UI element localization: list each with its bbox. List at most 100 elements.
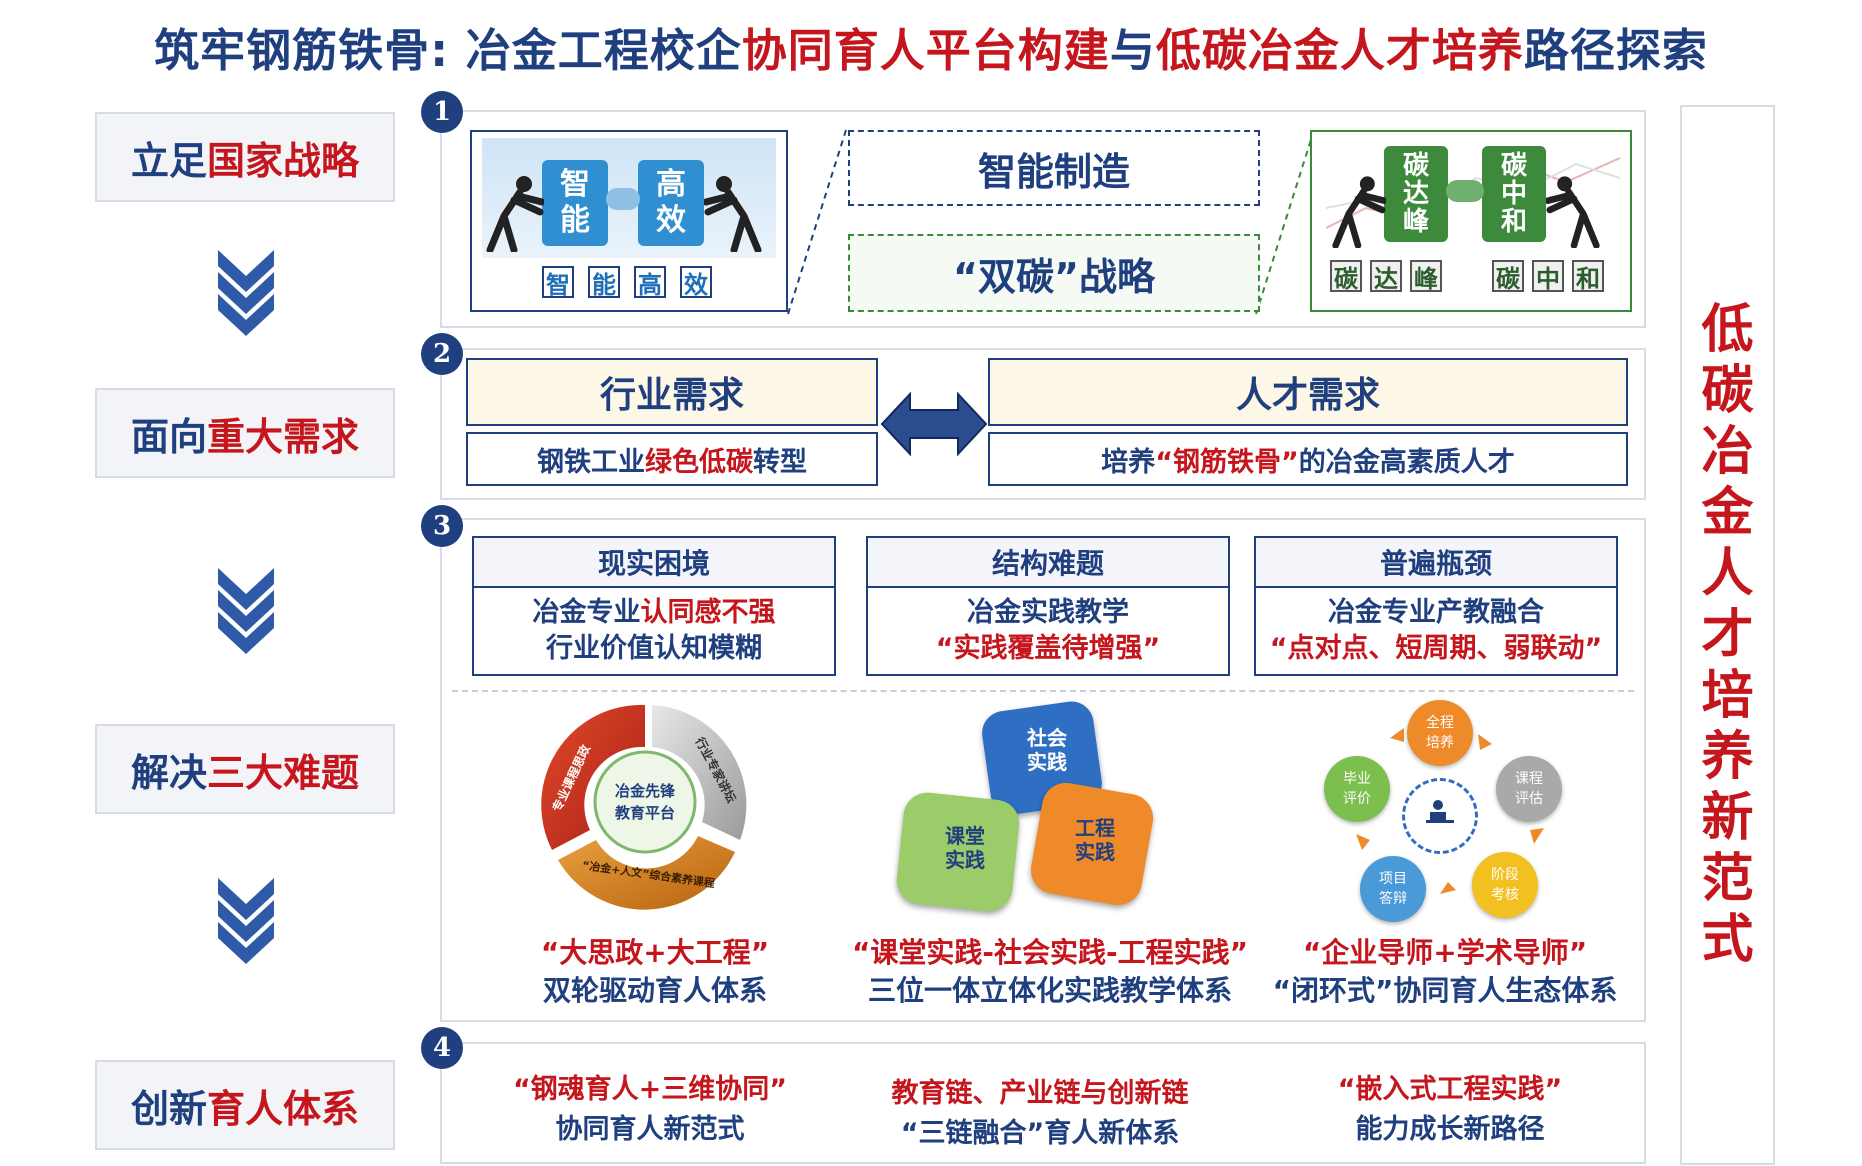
stage-innovation-system: 创新育人体系 (95, 1060, 395, 1150)
innovation-item-engineering-practice: “嵌入式工程实践” 能力成长新路径 (1270, 1070, 1630, 1150)
side-char: 范 (1701, 848, 1754, 909)
problem-title: 现实困境 (474, 538, 834, 588)
puzzle-text: 智 能 (560, 167, 590, 238)
caption-line-1: “课堂实践-社会实践-工程实践” (851, 936, 1249, 969)
title-part-5: 路径探索 (1523, 24, 1708, 77)
node-text: 全程 培养 (1426, 715, 1454, 751)
text: 转型 (753, 446, 807, 478)
node-text: 毕业 评价 (1343, 771, 1371, 807)
closed-loop-cycle-diagram: 全程 培养 课程 评估 阶段 考核 项目 答辩 毕业 评价 (1320, 694, 1570, 934)
stage-prefix: 解决 (130, 750, 207, 795)
caption-dual-drive-system: “大思政+大工程” 双轮驱动育人体系 (470, 934, 840, 1010)
stage-prefix: 立足 (130, 138, 207, 183)
smart-efficiency-image: 智 能 高 效 智 能 高 效 (470, 130, 788, 312)
puzzle-piece-carbon-neutral: 碳 中 和 (1482, 146, 1546, 242)
chevron-down-icon (218, 250, 274, 336)
cycle-node-graduation-evaluation: 毕业 评价 (1324, 756, 1390, 822)
panel-innovation-system (440, 1042, 1646, 1164)
puzzle-text: 碳 达 峰 (1402, 151, 1429, 237)
puzzle-label-social: 社会 实践 (1027, 726, 1067, 774)
caption-line-1: “企业导师+学术导师” (1302, 936, 1588, 969)
tile: 碳 (1330, 260, 1362, 293)
wheel-center-line-2: 教育平台 (614, 804, 675, 822)
cycle-node-course-evaluation: 课程 评估 (1496, 756, 1562, 822)
step-number-badge: 2 (421, 333, 463, 375)
side-conclusion: 低碳冶金人才培养新范式 (1680, 105, 1775, 1165)
title-part-2: 协同育人平台构建 (741, 24, 1110, 77)
side-char: 才 (1701, 604, 1754, 665)
node-text: 阶段 考核 (1491, 867, 1519, 903)
dual-carbon-box: “双碳”战略 (848, 234, 1260, 312)
title-part-4: 低碳冶金人才培养 (1155, 24, 1524, 77)
side-char: 冶 (1701, 421, 1754, 482)
text-highlight: 认同感不强 (640, 597, 776, 628)
tile: 中 (1532, 260, 1564, 293)
puzzle-text: 碳 中 和 (1500, 151, 1527, 237)
problem-line-2: 行业价值认知模糊 (546, 633, 762, 664)
puzzle-piece-carbon-peak: 碳 达 峰 (1384, 146, 1448, 242)
puzzle-text: 高 效 (656, 167, 686, 238)
problem-body: 冶金实践教学 “实践覆盖待增强” (868, 588, 1228, 674)
divider (452, 690, 1634, 692)
problem-body: 冶金专业产教融合 “点对点、短周期、弱联动” (1256, 588, 1616, 674)
text: 培养 (1101, 446, 1156, 478)
text: 的冶金高素质人才 (1298, 446, 1515, 478)
puzzle-piece-smart: 智 能 (542, 160, 608, 246)
cycle-arrows (1356, 728, 1544, 894)
tile: 能 (588, 266, 620, 299)
text-highlight: 绿色低碳 (645, 446, 753, 478)
side-char: 培 (1701, 665, 1754, 726)
stage-three-problems: 解决三大难题 (95, 724, 395, 814)
step-number-badge: 1 (421, 91, 463, 133)
problem-line-1: 冶金实践教学 (967, 597, 1129, 628)
innovation-line-2: 协同育人新范式 (555, 1114, 745, 1145)
caption-line-2: “闭环式”协同育人生态体系 (1272, 974, 1618, 1007)
step-number-badge: 4 (421, 1027, 463, 1069)
innovation-item-three-chains: 教育链、产业链与创新链 “三链融合”育人新体系 (860, 1074, 1220, 1154)
problem-box-bottleneck: 普遍瓶颈 冶金专业产教融合 “点对点、短周期、弱联动” (1254, 536, 1618, 676)
problem-body: 冶金专业认同感不强 行业价值认知模糊 (474, 588, 834, 674)
stage-highlight: 三大难题 (207, 750, 360, 795)
caption-line-2: 三位一体立体化实践教学体系 (867, 974, 1232, 1007)
puzzle-piece-efficiency: 高 效 (638, 160, 704, 246)
problem-line-2: “点对点、短周期、弱联动” (1269, 633, 1603, 664)
tile: 效 (680, 266, 712, 299)
carbon-tiles: 碳 达 峰 碳 中 和 (1330, 260, 1604, 293)
title-part-1: 筑牢钢筋铁骨: 冶金工程校企 (154, 24, 742, 77)
side-char: 金 (1701, 482, 1754, 543)
puzzle-label-engineering: 工程 实践 (1075, 816, 1115, 864)
wheel-center-line-1: 冶金先锋 (615, 782, 676, 800)
industry-demand-detail: 钢铁工业绿色低碳转型 (466, 432, 878, 486)
stage-highlight: 国家战略 (207, 138, 360, 183)
problem-box-structure: 结构难题 冶金实践教学 “实践覆盖待增强” (866, 536, 1230, 676)
cycle-node-project-defense: 项目 答辩 (1360, 856, 1426, 922)
tile: 智 (542, 266, 574, 299)
caption-practice-system: “课堂实践-社会实践-工程实践” 三位一体立体化实践教学体系 (830, 934, 1270, 1010)
problem-box-reality: 现实困境 冶金专业认同感不强 行业价值认知模糊 (472, 536, 836, 676)
smart-efficiency-tiles: 智 能 高 效 (542, 266, 712, 299)
tile: 碳 (1492, 260, 1524, 293)
side-char: 碳 (1701, 360, 1754, 421)
problem-line-1: 冶金专业认同感不强 (533, 595, 776, 631)
innovation-line-1: 教育链、产业链与创新链 (891, 1078, 1189, 1109)
stage-prefix: 创新 (130, 1086, 207, 1131)
stage-highlight: 育人体系 (207, 1086, 360, 1131)
person-pushing-icon (704, 176, 762, 252)
tile: 峰 (1410, 260, 1442, 293)
text: 冶金专业 (532, 597, 641, 628)
person-pushing-icon (1546, 176, 1600, 248)
caption-line-1: “大思政+大工程” (540, 936, 770, 969)
smart-manufacturing-box: 智能制造 (848, 130, 1260, 206)
stage-highlight: 重大需求 (207, 414, 360, 459)
teacher-desk-icon (1426, 800, 1454, 823)
talent-demand-detail: 培养“钢筋铁骨” 的冶金高素质人才 (988, 432, 1628, 486)
chevron-down-icon (218, 568, 274, 654)
problem-line-1: 冶金专业产教融合 (1328, 597, 1544, 628)
cycle-node-stage-assessment: 阶段 考核 (1472, 852, 1538, 918)
side-char: 养 (1701, 726, 1754, 787)
side-char: 新 (1701, 787, 1754, 848)
text-highlight: “钢筋铁骨” (1155, 446, 1299, 478)
node-text: 项目 答辩 (1379, 871, 1407, 907)
text: 钢铁工业 (537, 446, 645, 478)
caption-line-2: 双轮驱动育人体系 (542, 974, 767, 1007)
